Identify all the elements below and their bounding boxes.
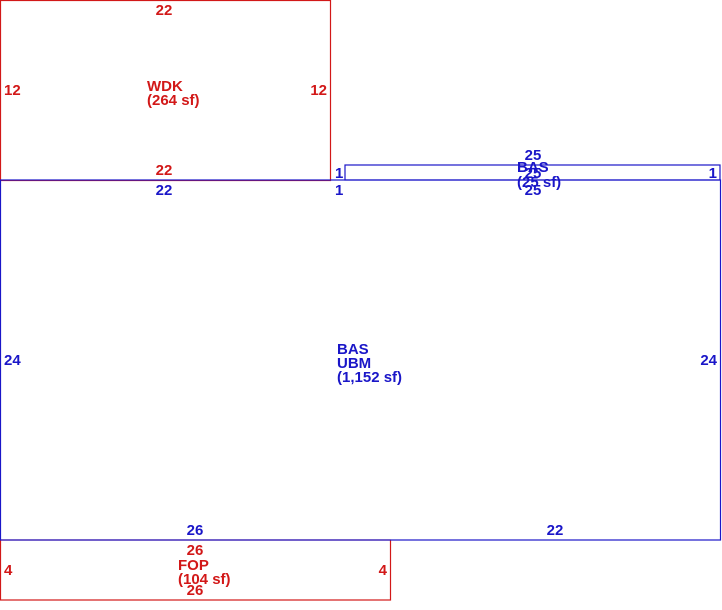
wdk-dim-top: 22	[156, 2, 173, 19]
bas-small-overlap-mark: 25	[525, 165, 542, 182]
wdk-dim-left: 12	[4, 82, 21, 99]
bas-small-name: BAS	[517, 159, 549, 176]
fop-dim-top: 26	[187, 542, 204, 559]
bas-main-name: BAS	[337, 341, 369, 358]
bas-small-dim-bottom: 25	[525, 182, 542, 199]
wdk-name: WDK	[147, 78, 183, 95]
bas-main-dim-left: 24	[4, 352, 21, 369]
fop-area: (104 sf)	[178, 571, 231, 588]
bas-small-area: (25 sf)	[517, 174, 561, 191]
fop-dim-right: 4	[379, 562, 388, 579]
fop-name: FOP	[178, 557, 209, 574]
bas-main-dim-top-right: 1	[335, 182, 343, 199]
bas-main-outline	[0, 179, 722, 541]
bas-small-dim-right: 1	[709, 165, 717, 182]
fop-dim-left: 4	[4, 562, 13, 579]
bas-main-area: (1,152 sf)	[337, 369, 402, 386]
bas-main-dim-right: 24	[700, 352, 717, 369]
bas-main-subname: UBM	[337, 355, 371, 372]
bas-small-dim-top: 25	[525, 147, 542, 164]
fop-dim-bottom: 26	[187, 582, 204, 599]
bas-main-dim-bottom-right: 22	[547, 522, 564, 539]
wdk-area: (264 sf)	[147, 92, 200, 109]
bas-small-dim-left: 1	[335, 165, 343, 182]
wdk-dim-right: 12	[310, 82, 327, 99]
bas-main-dim-top: 22	[156, 182, 173, 199]
bas-main-dim-bottom-left: 26	[187, 522, 204, 539]
wdk-dim-bottom: 22	[156, 162, 173, 179]
